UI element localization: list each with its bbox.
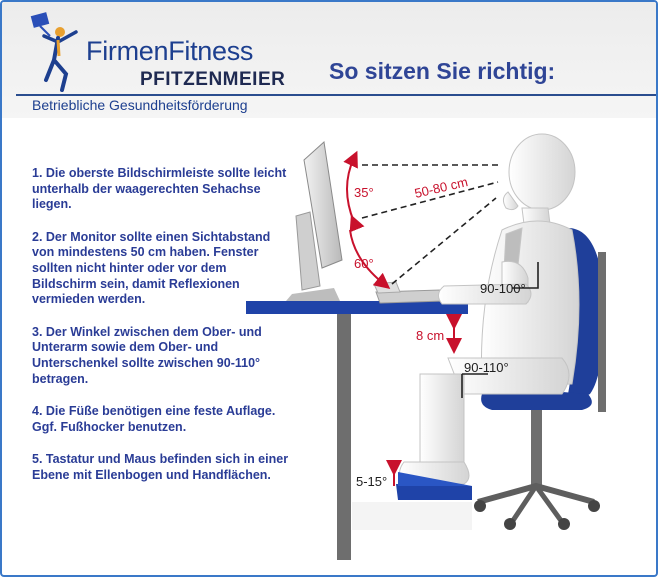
instruction-item: 3. Der Winkel zwischen dem Ober- und Unt… <box>32 324 262 386</box>
footrest-angle-label: 5-15° <box>356 474 388 489</box>
lower-sight-line <box>361 181 499 219</box>
seated-person <box>398 133 580 485</box>
desk-top <box>246 301 468 314</box>
keyboard-sight-line <box>391 197 497 285</box>
instruction-list: 1. Die oberste Bildschirmleiste sollte l… <box>32 166 290 501</box>
desk-leg <box>337 314 351 560</box>
monitor-tilt-arc <box>343 150 365 233</box>
view-angle-label: 60° <box>354 256 374 271</box>
floor-reflection <box>352 502 472 530</box>
page-headline: So sitzen Sie richtig: <box>329 58 556 84</box>
desk-clearance-label: 8 cm <box>416 328 445 343</box>
leg-angle-bracket <box>461 373 488 398</box>
instruction-item: 5. Tastatur und Maus befinden sich in ei… <box>32 452 289 482</box>
runner-logo-icon <box>30 12 78 92</box>
mouse <box>373 281 401 294</box>
footrest-slope <box>398 472 472 486</box>
instruction-item: 4. Die Füße benötigen eine feste Auflage… <box>32 404 276 434</box>
instruction-item: 1. Die oberste Bildschirmleiste sollte l… <box>32 166 287 212</box>
monitor-tilt-label: 35° <box>354 185 374 200</box>
brand-subname: PFITZENMEIER <box>140 69 286 90</box>
view-angle-arc <box>349 229 391 289</box>
header: FirmenFitness PFITZENMEIER Betriebliche … <box>2 2 656 118</box>
monitor <box>286 141 343 301</box>
header-divider <box>16 94 656 96</box>
brand-name: FirmenFitness <box>86 36 254 66</box>
arm-angle-label: 90-100° <box>480 281 526 296</box>
leg-angle-label: 90-110° <box>464 360 509 375</box>
brand-tagline: Betriebliche Gesundheitsförderung <box>32 97 248 113</box>
footrest <box>396 484 472 500</box>
arm-angle-bracket <box>512 262 539 289</box>
instruction-item: 2. Der Monitor sollte einen Sichtabstand… <box>32 229 271 307</box>
